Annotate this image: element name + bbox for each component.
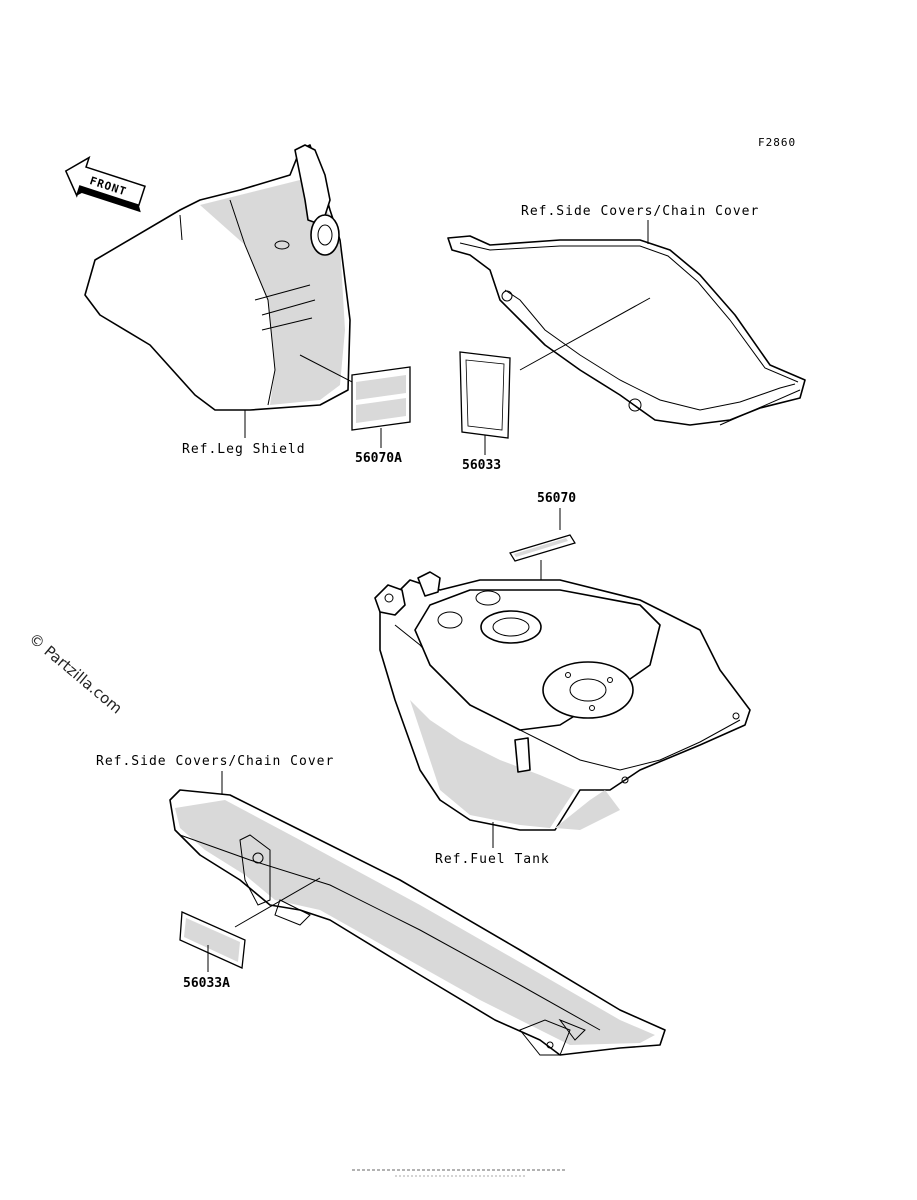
front-arrow-icon: FRONT bbox=[64, 155, 146, 213]
part-number-56033A: 56033A bbox=[183, 976, 230, 991]
label-56070A bbox=[351, 366, 411, 448]
label-56033 bbox=[459, 351, 511, 455]
side-cover-upper-part bbox=[447, 235, 806, 426]
fuel-tank-part bbox=[374, 571, 751, 831]
footer-fine-print bbox=[352, 1169, 565, 1177]
part-number-56070A: 56070A bbox=[355, 451, 402, 466]
leg-shield-part bbox=[84, 144, 359, 411]
figure-id: F2860 bbox=[758, 136, 796, 149]
ref-side-covers-bottom-label: Ref.Side Covers/Chain Cover bbox=[96, 754, 334, 769]
ref-leg-shield-label: Ref.Leg Shield bbox=[182, 442, 306, 457]
watermark: © Partzilla.com bbox=[25, 629, 125, 717]
chain-cover-part bbox=[169, 789, 666, 1056]
label-56033A bbox=[179, 911, 246, 972]
part-number-56033: 56033 bbox=[462, 458, 501, 473]
label-56070 bbox=[509, 534, 576, 562]
ref-side-covers-top-label: Ref.Side Covers/Chain Cover bbox=[521, 204, 759, 219]
ref-fuel-tank-label: Ref.Fuel Tank bbox=[435, 852, 550, 867]
part-number-56070: 56070 bbox=[537, 491, 576, 506]
